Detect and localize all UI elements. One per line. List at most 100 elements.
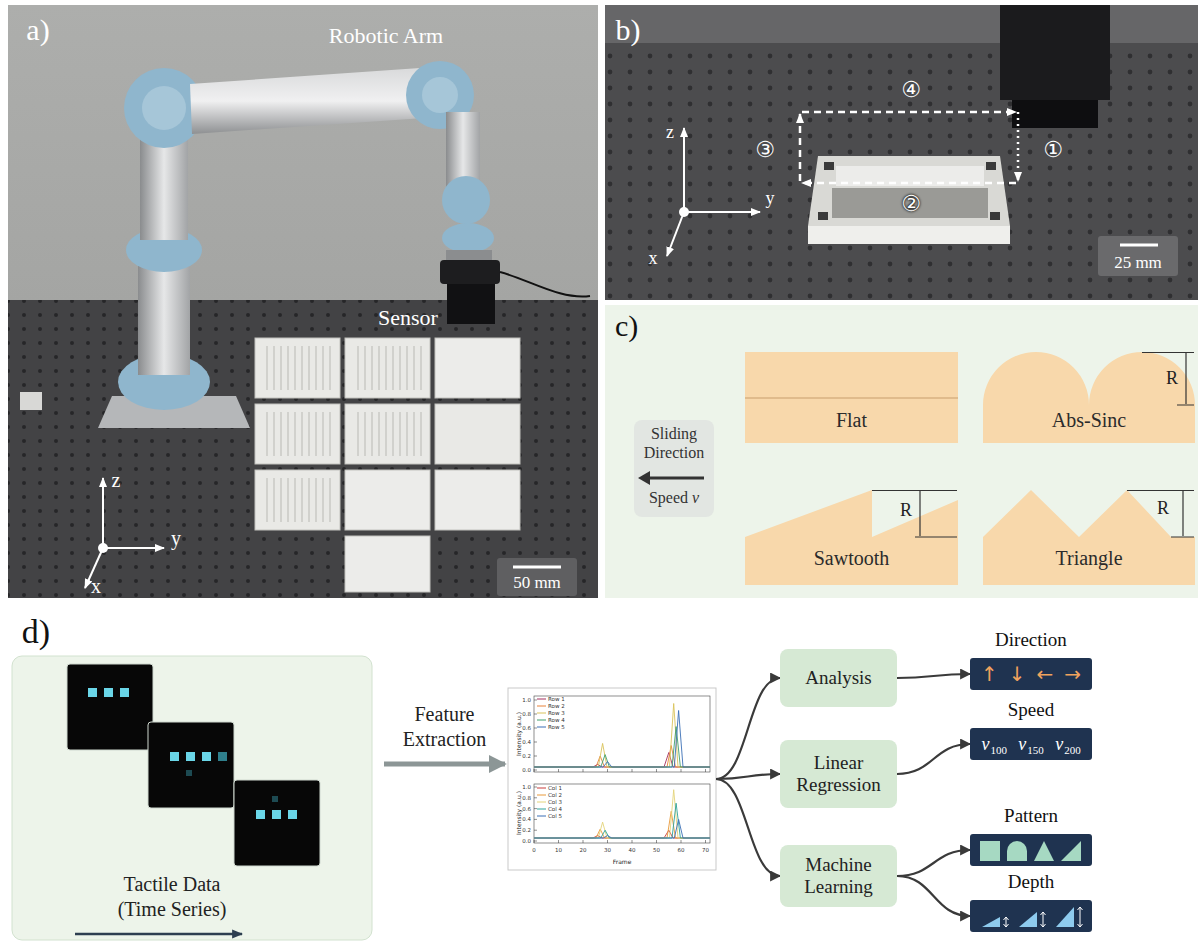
robot-setup-photo <box>263 478 332 522</box>
sample-path-photo <box>802 111 1016 114</box>
pattern-icon <box>1034 841 1054 861</box>
robot-setup-photo <box>255 470 340 530</box>
intensity-chart-plot <box>537 795 546 796</box>
dimension-label: R <box>900 500 912 521</box>
legend-entry: Row 4 <box>548 717 565 723</box>
tick-label: 40 <box>629 846 636 852</box>
depth-icon <box>1006 917 1007 927</box>
output-depth: Depth <box>970 870 1092 932</box>
intensity-chart-plot <box>534 769 706 772</box>
tactile-frames <box>120 688 129 697</box>
robot-setup-photo <box>442 223 494 253</box>
axis-title: Intensity (a.u.) <box>515 712 522 756</box>
part-label: Robotic Arm <box>329 23 443 48</box>
sample-path-photo <box>799 114 802 181</box>
intensity-chart-plot <box>537 713 546 714</box>
tick-label: 0.4 <box>522 816 531 822</box>
sample-path-photo <box>824 162 834 170</box>
speed-symbol: v <box>981 734 989 754</box>
dimension-line <box>1185 353 1186 404</box>
tick-label: 50 <box>653 846 660 852</box>
tactile-frames <box>272 810 281 819</box>
robot-setup-photo <box>255 404 340 464</box>
tactile-frames <box>218 752 227 761</box>
intensity-chart-plot <box>534 811 710 838</box>
robot-setup-photo <box>345 404 430 464</box>
output-pattern: Pattern <box>970 804 1092 866</box>
dimension-line <box>1127 490 1194 491</box>
sample-path-photo <box>605 5 1198 300</box>
intensity-chart-plot <box>534 830 710 838</box>
sample-path-photo <box>684 211 760 213</box>
robot-setup-photo <box>500 272 590 297</box>
panel-letter: c) <box>615 309 638 343</box>
pattern-icon <box>1061 841 1081 861</box>
robot-setup-photo <box>440 260 500 284</box>
dimension-label: R <box>1157 498 1169 519</box>
profile-outline <box>745 490 958 585</box>
legend-entry: Row 3 <box>548 710 565 716</box>
tactile-frames <box>12 656 372 940</box>
speed-subscript: 200 <box>1064 744 1081 756</box>
speed-word: Speed <box>649 489 688 506</box>
tick-label: 0.8 <box>522 711 531 717</box>
tick-label: 0.2 <box>522 753 531 759</box>
sample-path-photo <box>1000 5 1110 100</box>
tick-label: 0.6 <box>522 725 531 731</box>
profile-fill <box>745 490 958 585</box>
speed-subscript: 150 <box>1027 744 1044 756</box>
intensity-chart-plot <box>537 802 546 803</box>
sample-path-photo <box>808 226 1010 244</box>
profile-name: Sawtooth <box>745 546 958 570</box>
tick-label: 10 <box>555 846 562 852</box>
sample-path-photo <box>802 182 1016 185</box>
axis-label: y <box>766 188 775 209</box>
robot-setup-photo <box>497 558 577 596</box>
legend-entry: Col 5 <box>548 813 562 819</box>
robot-setup-photo <box>8 300 598 598</box>
intensity-chart-plot <box>537 788 546 789</box>
depth-icons <box>970 900 1092 932</box>
connector-arrow <box>897 674 970 678</box>
tick-label: 1.0 <box>522 784 531 790</box>
intensity-chart-plot <box>534 727 710 767</box>
robot-setup-photo <box>8 5 598 598</box>
robot-setup-photo <box>263 346 332 390</box>
tactile-frames <box>88 688 97 697</box>
intensity-chart-plot <box>537 720 546 721</box>
direction-arrow-symbol: ↑ <box>981 662 998 686</box>
tactile-frames <box>288 810 297 819</box>
axis-label: x <box>91 575 101 598</box>
direction-text: Sliding Direction <box>636 424 712 462</box>
speed-value: v200 <box>1055 733 1081 756</box>
tactile-frames <box>186 752 195 761</box>
dimension-line <box>1177 405 1194 406</box>
pattern-icon <box>980 841 1000 861</box>
profile-name: Flat <box>745 408 958 432</box>
direction-arrow <box>646 477 704 480</box>
step-number: ① <box>1043 137 1063 162</box>
robot-setup-photo <box>142 86 186 130</box>
speed-symbol: v <box>1055 734 1063 754</box>
tick-label: 30 <box>604 846 611 852</box>
speed-symbol: v <box>692 489 699 506</box>
output-box <box>970 900 1092 932</box>
intensity-chart-plot <box>508 688 716 870</box>
intensity-chart-plot <box>534 746 710 768</box>
tick-label: 0.0 <box>522 838 531 844</box>
step-number: ② <box>901 191 921 216</box>
depth-icon <box>1041 912 1046 927</box>
flat-profile: Flat <box>745 352 958 443</box>
tactile-frames <box>67 664 153 750</box>
part-label: Sensor <box>378 305 438 330</box>
sawtooth-profile: Sawtooth <box>745 490 958 585</box>
robot-setup-photo <box>422 77 458 113</box>
tick-label: 0.4 <box>522 739 531 745</box>
profile-fill <box>983 490 1195 585</box>
tick-label: 0.2 <box>522 827 531 833</box>
depth-icon <box>1056 907 1074 927</box>
axis-label: z <box>666 122 674 143</box>
output-heading: Pattern <box>970 804 1092 828</box>
intensity-chart-plot <box>534 840 706 843</box>
